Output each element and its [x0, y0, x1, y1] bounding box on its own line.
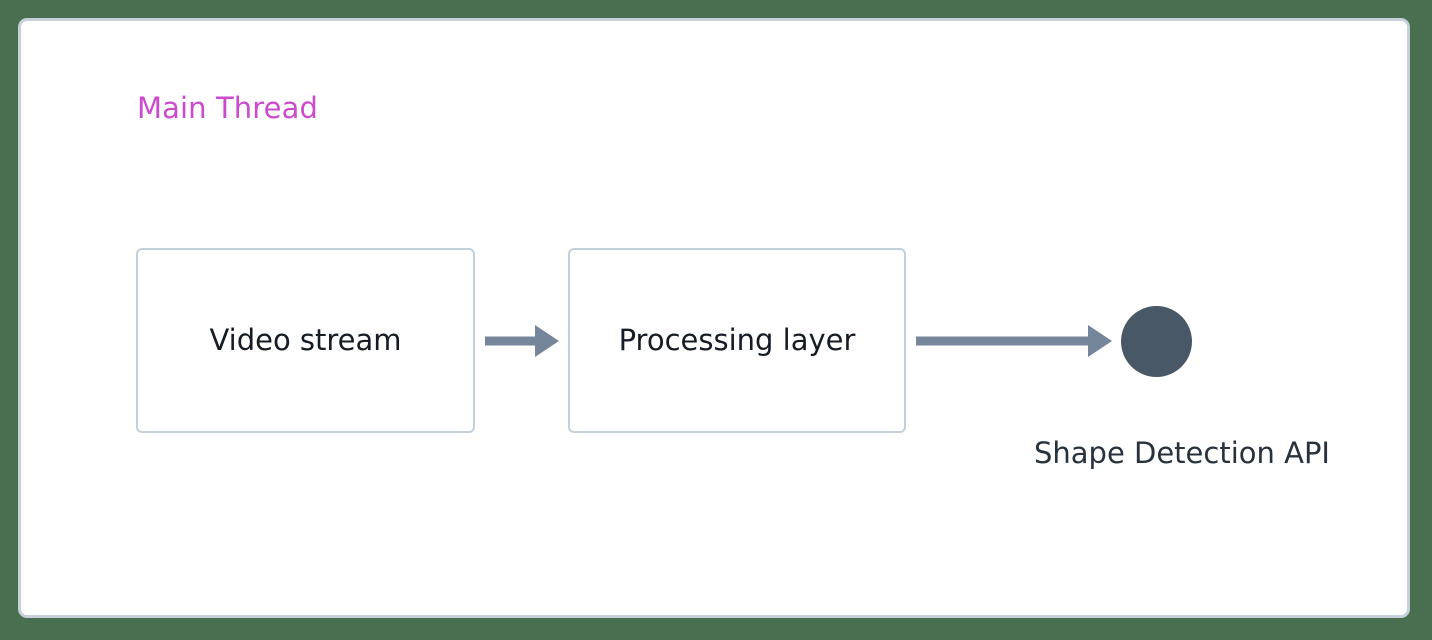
edge-video-stream-to-processing-layer [483, 317, 563, 365]
arrow-right-icon [485, 325, 559, 357]
subgraph-main-thread: Main Thread Video stream Processing laye… [18, 18, 1410, 618]
node-shape-detection-api-label: Shape Detection API [1033, 436, 1330, 470]
arrow-right-icon [916, 325, 1112, 357]
edge-processing-layer-to-shape-detection-api [914, 317, 1116, 365]
subgraph-title: Main Thread [137, 91, 318, 125]
node-shape-detection-api[interactable] [1121, 306, 1192, 377]
node-processing-layer-label: Processing layer [618, 323, 856, 357]
node-processing-layer[interactable]: Processing layer [568, 248, 906, 433]
node-video-stream[interactable]: Video stream [136, 248, 475, 433]
node-video-stream-label: Video stream [209, 323, 402, 357]
